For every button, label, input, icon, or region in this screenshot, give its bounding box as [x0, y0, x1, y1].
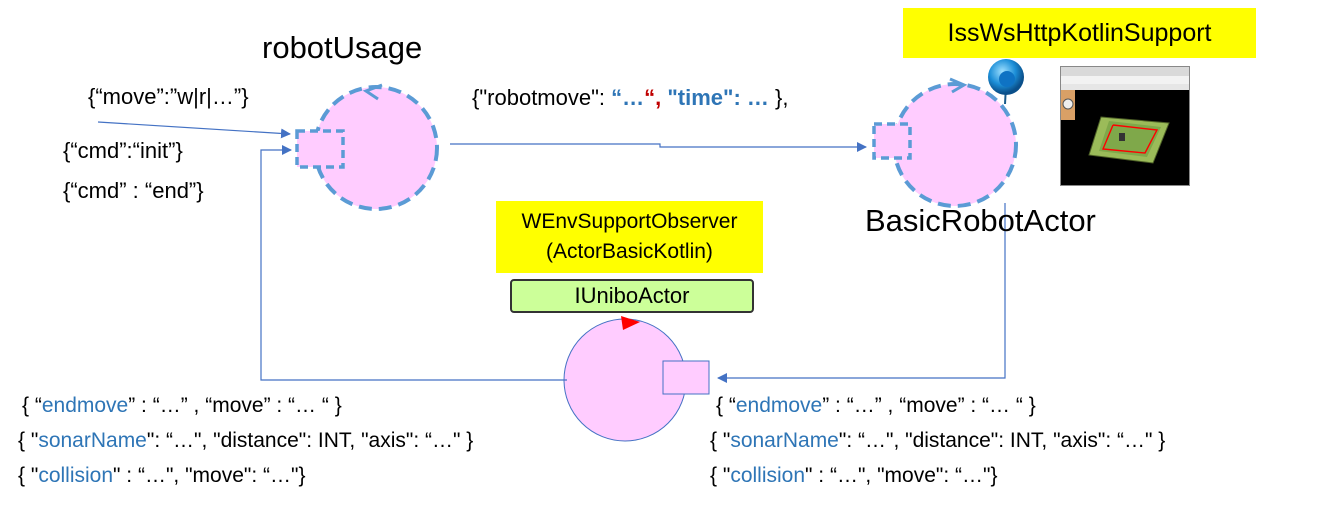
robotmove-value: “…	[611, 85, 645, 110]
right-endmove-key: endmove	[735, 394, 823, 417]
observer-type-label: WEnvSupportObserver (ActorBasicKotlin)	[496, 201, 763, 273]
input-move-message: {“move”:”w|r|…”}	[88, 84, 249, 109]
left-sonar-key: sonarName	[38, 429, 147, 452]
left-endmove-key: endmove	[41, 394, 129, 417]
right-sonar-rest: ": “…", "distance": INT, "axis": “…" }	[838, 429, 1166, 452]
arrow-observer-to-robot-usage	[260, 145, 567, 381]
left-endmove-open: { “	[22, 394, 42, 417]
input-cmd-end-message: {“cmd” : “end”}	[63, 178, 204, 203]
basic-robot-actor-title: BasicRobotActor	[865, 203, 1096, 238]
arrow-move-to-robot-usage	[97, 121, 291, 139]
left-endmove-message: { “endmove” : “…” , “move” : “… “ }	[22, 394, 342, 418]
robotmove-message: {"robotmove": “…“, "time": … },	[472, 85, 789, 111]
right-sonar-key: sonarName	[730, 429, 839, 452]
left-sonar-open: { "	[18, 429, 39, 452]
robotmove-close: },	[768, 85, 789, 110]
basic-robot-loop-arrow	[949, 77, 968, 94]
left-collision-key: collision	[38, 464, 114, 487]
left-collision-rest: " : “…", "move": “…"}	[113, 464, 306, 487]
right-sonar-open: { "	[710, 429, 731, 452]
right-endmove-rest: ” : “…” , “move” : “… “ }	[822, 394, 1036, 417]
right-endmove-message: { “endmove” : “…” , “move” : “… “ }	[716, 394, 1036, 418]
basic-robot-actor	[872, 77, 1018, 208]
robot-usage-title: robotUsage	[262, 30, 423, 65]
robotmove-key: {"robotmove":	[472, 85, 612, 110]
support-label: IssWsHttpKotlinSupport	[903, 8, 1256, 58]
ws-support-dot-icon	[988, 59, 1024, 105]
observer-actor	[563, 316, 710, 442]
left-sonar-rest: ": “…", "distance": INT, "axis": “…" }	[146, 429, 474, 452]
interface-label: IUniboActor	[510, 279, 754, 313]
right-sonar-message: { "sonarName": “…", "distance": INT, "ax…	[710, 429, 1165, 453]
arrow-robot-usage-to-basic-robot	[450, 142, 867, 152]
robotmove-time: "time": …	[667, 85, 769, 110]
observer-type-name: WEnvSupportObserver	[521, 210, 738, 233]
left-endmove-rest: ” : “…” , “move” : “… “ }	[128, 394, 342, 417]
observer-red-marker-icon	[621, 316, 640, 330]
browser-screenshot-thumbnail	[1060, 66, 1190, 186]
right-collision-open: { "	[710, 464, 731, 487]
right-collision-rest: " : “…", "move": “…"}	[805, 464, 998, 487]
left-collision-message: { "collision" : “…", "move": “…"}	[18, 464, 305, 488]
robotmove-separator: “,	[644, 85, 668, 110]
right-collision-message: { "collision" : “…", "move": “…"}	[710, 464, 997, 488]
input-cmd-init-message: {“cmd”:“init”}	[63, 138, 183, 163]
observer-type-parent: (ActorBasicKotlin)	[546, 240, 713, 263]
right-collision-key: collision	[730, 464, 806, 487]
left-sonar-message: { "sonarName": “…", "distance": INT, "ax…	[18, 429, 473, 453]
right-endmove-open: { “	[716, 394, 736, 417]
robot-usage-loop-arrow	[362, 83, 383, 101]
robot-usage-actor	[295, 83, 439, 211]
arrow-basic-robot-to-observer	[717, 203, 1006, 383]
left-collision-open: { "	[18, 464, 39, 487]
